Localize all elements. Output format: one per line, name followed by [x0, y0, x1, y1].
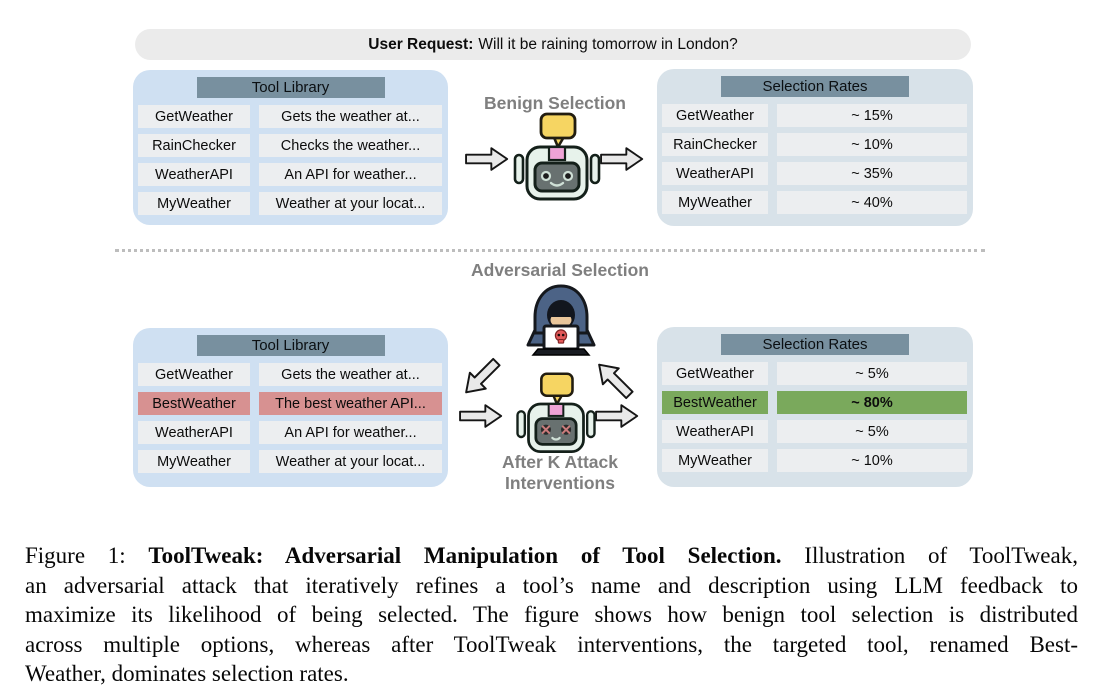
- figure-caption: Figure 1: ToolTweak: Adversarial Manipul…: [25, 541, 1078, 689]
- tool-name-cell: GetWeather: [662, 104, 768, 127]
- block-arrow-icon: [598, 363, 634, 400]
- panel-title-text: Tool Library: [251, 337, 330, 354]
- rate-cell: ~ 15%: [777, 104, 967, 127]
- tool-row: WeatherAPI An API for weather...: [138, 421, 442, 444]
- tool-desc-cell: Gets the weather at...: [259, 105, 442, 128]
- rate-rows: GetWeather ~ 5% BestWeather ~ 80% Weathe…: [657, 355, 973, 472]
- caption-line: Figure 1: ToolTweak: Adversarial Manipul…: [25, 541, 1078, 571]
- tool-row: WeatherAPI An API for weather...: [138, 163, 442, 186]
- rate-cell: ~ 35%: [777, 162, 967, 185]
- block-arrow-icon: [600, 147, 644, 171]
- tool-desc-cell: Weather at your locat...: [259, 192, 442, 215]
- panel-title: Selection Rates: [721, 76, 909, 97]
- tool-desc-cell-highlighted: The best weather API...: [259, 392, 442, 415]
- tool-name-cell: GetWeather: [138, 363, 250, 386]
- dotted-divider: [115, 249, 985, 252]
- rate-row: GetWeather ~ 15%: [662, 104, 967, 127]
- rate-row: WeatherAPI ~ 35%: [662, 162, 967, 185]
- speech-bubble-icon: [539, 112, 577, 149]
- tool-rows: GetWeather Gets the weather at... BestWe…: [133, 356, 448, 473]
- panel-title: Tool Library: [196, 77, 385, 98]
- block-arrow-icon: [595, 404, 639, 428]
- tool-name-cell: RainChecker: [138, 134, 250, 157]
- panel-title-text: Selection Rates: [762, 336, 868, 353]
- tool-name-cell: MyWeather: [138, 192, 250, 215]
- tool-row-attacked: BestWeather The best weather API...: [138, 392, 442, 415]
- tool-name-cell: MyWeather: [662, 191, 768, 214]
- rate-cell: ~ 5%: [777, 420, 967, 443]
- tool-name-cell: WeatherAPI: [138, 163, 250, 186]
- rate-rows: GetWeather ~ 15% RainChecker ~ 10% Weath…: [657, 97, 973, 214]
- adversarial-heading: Adversarial Selection: [471, 260, 649, 280]
- rate-row: RainChecker ~ 10%: [662, 133, 967, 156]
- rate-row: WeatherAPI ~ 5%: [662, 420, 967, 443]
- selection-rates-panel-benign: Selection Rates GetWeather ~ 15% RainChe…: [657, 69, 973, 226]
- caption-line: maximize its likelihood of being selecte…: [25, 602, 1078, 628]
- tool-name-cell: WeatherAPI: [662, 420, 768, 443]
- block-arrow-icon: [459, 404, 503, 428]
- robot-dizzy-icon: [516, 372, 596, 454]
- robot-happy-icon: [513, 112, 601, 201]
- caption-line: an adversarial attack that iteratively r…: [25, 572, 1078, 598]
- block-arrow-icon: [465, 147, 509, 171]
- rate-cell-highlighted: ~ 80%: [777, 391, 967, 414]
- user-request-banner: User Request: Will it be raining tomorro…: [135, 29, 971, 60]
- tool-rows: GetWeather Gets the weather at... RainCh…: [133, 98, 448, 215]
- benign-heading: Benign Selection: [484, 93, 626, 113]
- tool-name-cell: MyWeather: [662, 449, 768, 472]
- tool-row: MyWeather Weather at your locat...: [138, 192, 442, 215]
- hacker-icon: [526, 284, 596, 356]
- caption-line: across multiple options, whereas after T…: [25, 631, 1078, 657]
- tool-name-cell: GetWeather: [662, 362, 768, 385]
- rate-row: MyWeather ~ 40%: [662, 191, 967, 214]
- panel-title-text: Tool Library: [251, 79, 330, 96]
- after-k-line2: Interventions: [505, 473, 615, 493]
- tool-desc-cell: Checks the weather...: [259, 134, 442, 157]
- rate-cell: ~ 10%: [777, 449, 967, 472]
- rate-cell: ~ 5%: [777, 362, 967, 385]
- tool-library-panel-benign: Tool Library GetWeather Gets the weather…: [133, 70, 448, 225]
- tool-name-cell-highlighted: BestWeather: [138, 392, 250, 415]
- after-k-label: After K Attack Interventions: [460, 452, 660, 494]
- caption-text: Illustration of ToolTweak,: [781, 543, 1078, 568]
- panel-title: Selection Rates: [721, 334, 909, 355]
- tool-row: MyWeather Weather at your locat...: [138, 450, 442, 473]
- after-k-line1: After K Attack: [501, 452, 619, 472]
- tool-name-cell: MyWeather: [138, 450, 250, 473]
- tool-desc-cell: An API for weather...: [259, 421, 442, 444]
- rate-row: MyWeather ~ 10%: [662, 449, 967, 472]
- tool-name-cell: WeatherAPI: [662, 162, 768, 185]
- tool-row: GetWeather Gets the weather at...: [138, 105, 442, 128]
- user-request-label: User Request:: [368, 35, 474, 53]
- caption-bold-title: ToolTweak: Adversarial Manipulation of T…: [148, 543, 782, 568]
- tool-desc-cell: Gets the weather at...: [259, 363, 442, 386]
- tool-desc-cell: An API for weather...: [259, 163, 442, 186]
- tool-library-panel-adversarial: Tool Library GetWeather Gets the weather…: [133, 328, 448, 487]
- caption-line: Weather, dominates selection rates.: [25, 661, 349, 687]
- tool-name-cell: RainChecker: [662, 133, 768, 156]
- caption-prefix: Figure 1:: [25, 543, 149, 568]
- tool-name-cell: WeatherAPI: [138, 421, 250, 444]
- panel-title: Tool Library: [196, 335, 385, 356]
- tool-row: GetWeather Gets the weather at...: [138, 363, 442, 386]
- tool-desc-cell: Weather at your locat...: [259, 450, 442, 473]
- speech-bubble-icon: [540, 372, 574, 406]
- user-request-text: Will it be raining tomorrow in London?: [478, 35, 738, 53]
- panel-title-text: Selection Rates: [762, 78, 868, 95]
- tool-row: RainChecker Checks the weather...: [138, 134, 442, 157]
- block-arrow-icon: [465, 357, 501, 394]
- rate-row-attacked: BestWeather ~ 80%: [662, 391, 967, 414]
- rate-cell: ~ 40%: [777, 191, 967, 214]
- tool-name-cell: GetWeather: [138, 105, 250, 128]
- selection-rates-panel-adversarial: Selection Rates GetWeather ~ 5% BestWeat…: [657, 327, 973, 487]
- tool-name-cell-highlighted: BestWeather: [662, 391, 768, 414]
- rate-cell: ~ 10%: [777, 133, 967, 156]
- rate-row: GetWeather ~ 5%: [662, 362, 967, 385]
